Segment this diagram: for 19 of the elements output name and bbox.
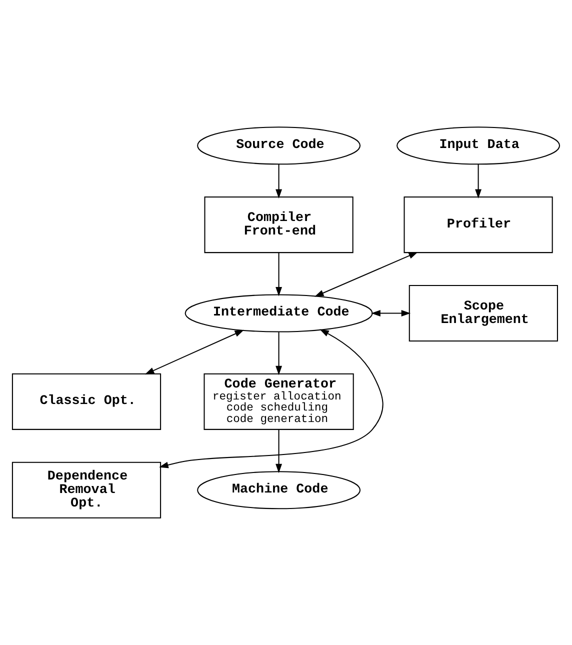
arrow (371, 310, 411, 316)
node-box: Compiler Front-end (204, 196, 354, 254)
arrow (276, 252, 282, 296)
node-box: Scope Enlargement (408, 284, 558, 342)
arrow (276, 332, 282, 376)
node-box: Dependence Removal Opt. (12, 462, 162, 518)
node-ellipse: Input Data (396, 126, 560, 165)
node-ellipse: Intermediate Code (184, 294, 373, 332)
node-box: Classic Opt. (12, 373, 162, 430)
arrow (276, 430, 282, 474)
arrow (475, 164, 482, 199)
arrow (144, 330, 244, 374)
node-ellipse: Source Code (197, 126, 361, 165)
node-box: Profiler (404, 196, 553, 254)
node-box: Code Generator register allocation code scheduling code generation (204, 373, 354, 430)
node-ellipse: Machine Code (197, 471, 361, 510)
arrow (314, 252, 418, 297)
arrow (159, 329, 384, 468)
arrow (276, 164, 282, 199)
